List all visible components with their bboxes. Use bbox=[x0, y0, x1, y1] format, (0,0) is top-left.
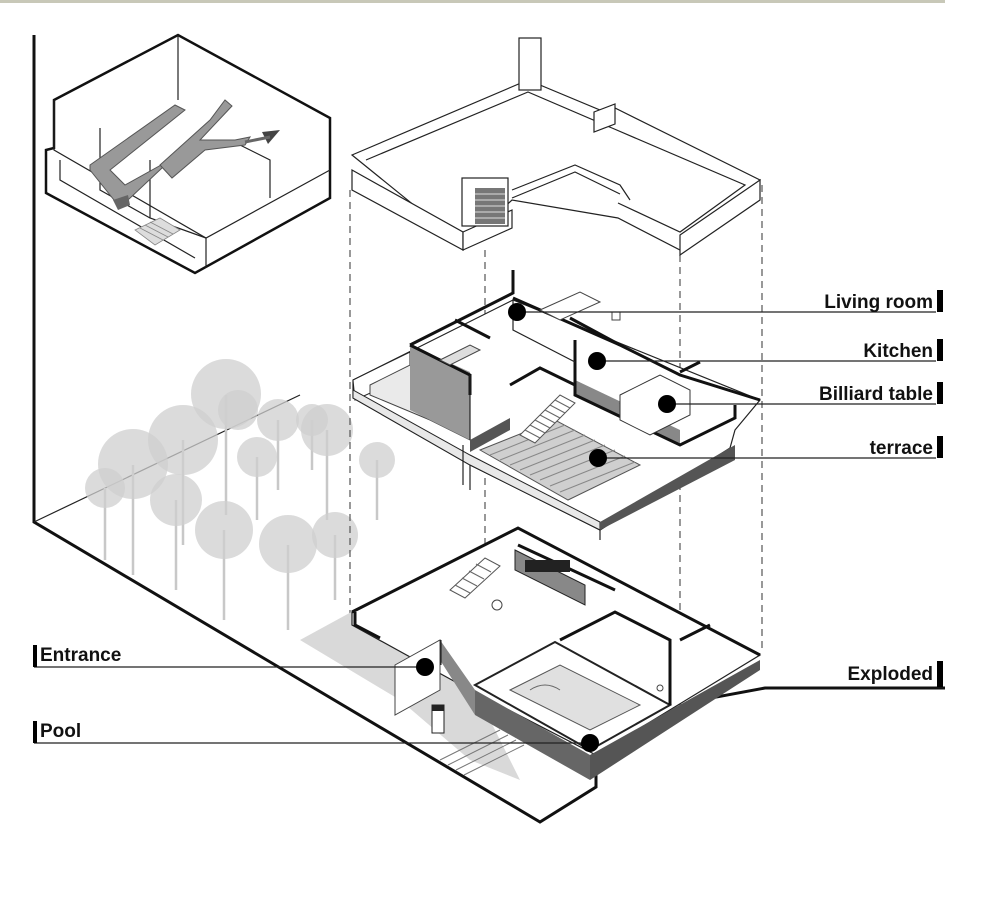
billiard-tab bbox=[937, 382, 943, 404]
kitchen-marker bbox=[588, 352, 606, 370]
circulation-path bbox=[89, 99, 252, 210]
pool-tab bbox=[33, 721, 37, 743]
site-steps bbox=[439, 729, 525, 776]
label-exploded: Exploded bbox=[847, 664, 933, 685]
top-border bbox=[0, 0, 945, 3]
label-pool: Pool bbox=[40, 721, 81, 742]
trees bbox=[85, 359, 395, 630]
leader-lines bbox=[34, 311, 936, 744]
living-room-tab bbox=[937, 290, 943, 312]
billiard-marker bbox=[658, 395, 676, 413]
circulation-inset-diagram bbox=[44, 33, 332, 275]
roof-vent bbox=[461, 177, 509, 227]
exploded-tab bbox=[937, 661, 943, 687]
label-entrance: Entrance bbox=[40, 645, 121, 666]
upper-stairs bbox=[519, 394, 576, 444]
terrace-tab bbox=[937, 436, 943, 458]
pool-marker bbox=[581, 734, 599, 752]
ground-stairs bbox=[449, 557, 501, 599]
label-kitchen: Kitchen bbox=[863, 341, 933, 362]
roof-level bbox=[350, 37, 762, 257]
terrace-marker bbox=[589, 449, 607, 467]
ground-floor bbox=[300, 526, 762, 780]
inset-stairs bbox=[134, 217, 181, 246]
path-arrow bbox=[262, 130, 280, 144]
upper-floor bbox=[352, 270, 761, 540]
entrance-tab bbox=[33, 645, 37, 667]
entrance-marker bbox=[416, 658, 434, 676]
kitchen-tab bbox=[937, 339, 943, 361]
label-terrace: terrace bbox=[870, 438, 933, 459]
label-billiard-table: Billiard table bbox=[819, 384, 933, 405]
label-living-room: Living room bbox=[824, 292, 933, 313]
living-room-marker bbox=[508, 303, 526, 321]
roof-chimney bbox=[518, 37, 542, 91]
